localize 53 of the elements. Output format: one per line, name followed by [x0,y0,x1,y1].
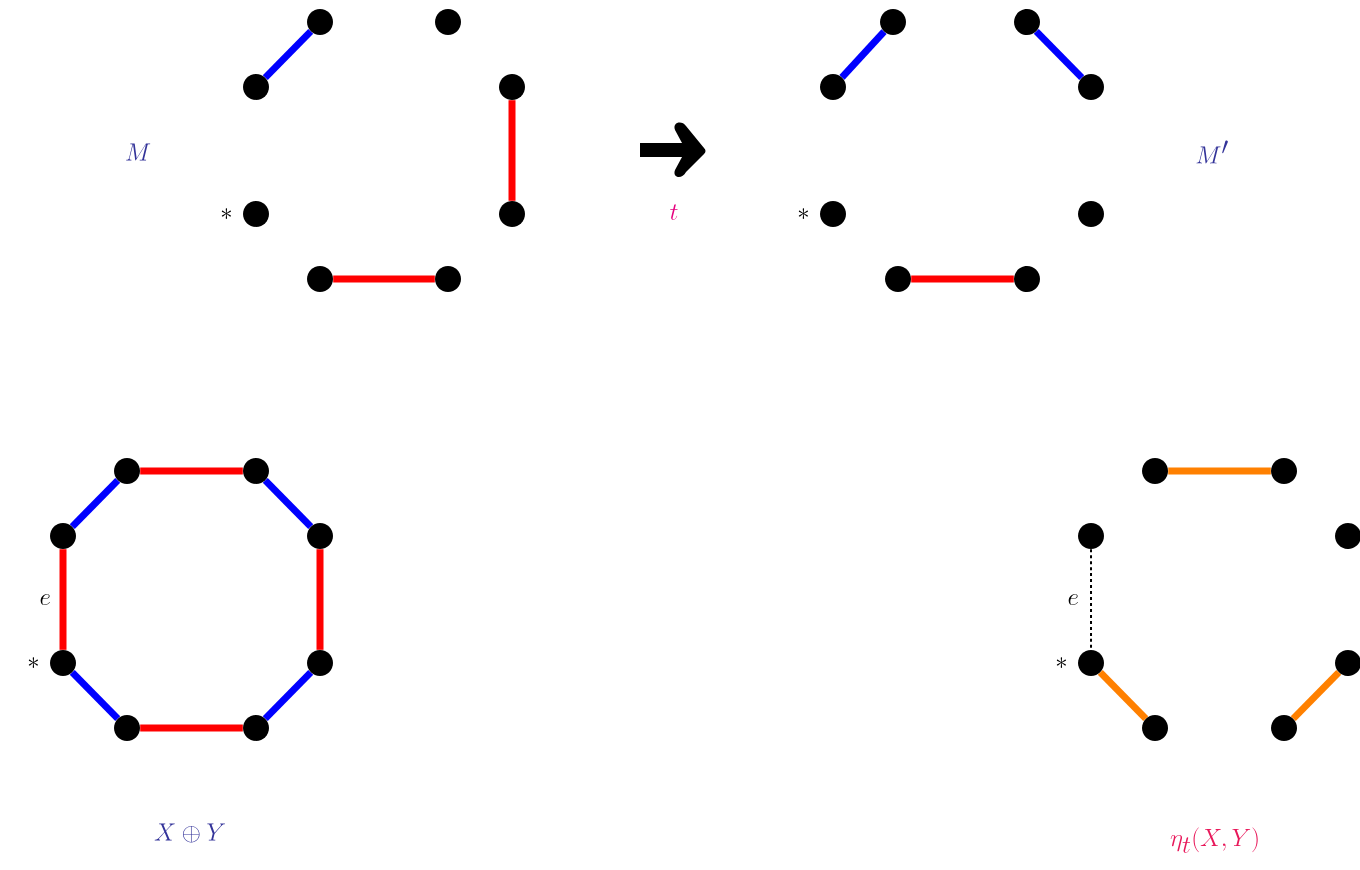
graph-edge [262,28,314,81]
vertex [1078,74,1104,100]
vertex [50,650,76,676]
vertex [1271,715,1297,741]
vertex [307,523,333,549]
vertex [50,523,76,549]
vertex [243,74,269,100]
vertex [307,266,333,292]
vertex-label: $*$ [1056,657,1066,668]
vertex [1014,266,1040,292]
vertex [435,266,461,292]
vertex-label: $*$ [221,208,231,219]
vertex [499,74,525,100]
vertex [880,9,906,35]
vertex [1078,650,1104,676]
vertex [243,458,269,484]
vertex [114,715,140,741]
math-label: $X \oplus Y$ [154,823,225,843]
edge-label: $e$ [1065,592,1081,607]
vertex [1335,523,1360,549]
graph-edge [839,29,887,80]
graph-edge [69,669,121,722]
graph-edge [1097,669,1149,722]
graph-edge [262,477,314,530]
vertex [1271,458,1297,484]
graph-edge [69,477,121,530]
vertex [1014,9,1040,35]
vertex [885,266,911,292]
math-label: $M$ [126,143,151,161]
vertex [820,201,846,227]
vertex [820,74,846,100]
vertex [1142,458,1168,484]
vertex [435,9,461,35]
vertex [1335,650,1360,676]
math-label: $\eta_t(X,Y)$ [1170,827,1258,853]
vertex [1078,523,1104,549]
edge-label: $e$ [37,592,53,607]
vertex [307,9,333,35]
vertex [243,715,269,741]
graph-edge [262,669,314,722]
vertex [1142,715,1168,741]
vertex [1078,201,1104,227]
vertex-label: $*$ [798,208,808,219]
vertex [499,201,525,227]
graph-edge [1290,669,1342,722]
math-label: $t$ [670,204,678,220]
graph-edge [1090,548,1092,651]
vertex [114,458,140,484]
vertex [307,650,333,676]
graph-edge [1033,28,1085,81]
math-label: $M'$ [1196,140,1228,164]
vertex [243,201,269,227]
vertex-label: $*$ [28,657,38,668]
